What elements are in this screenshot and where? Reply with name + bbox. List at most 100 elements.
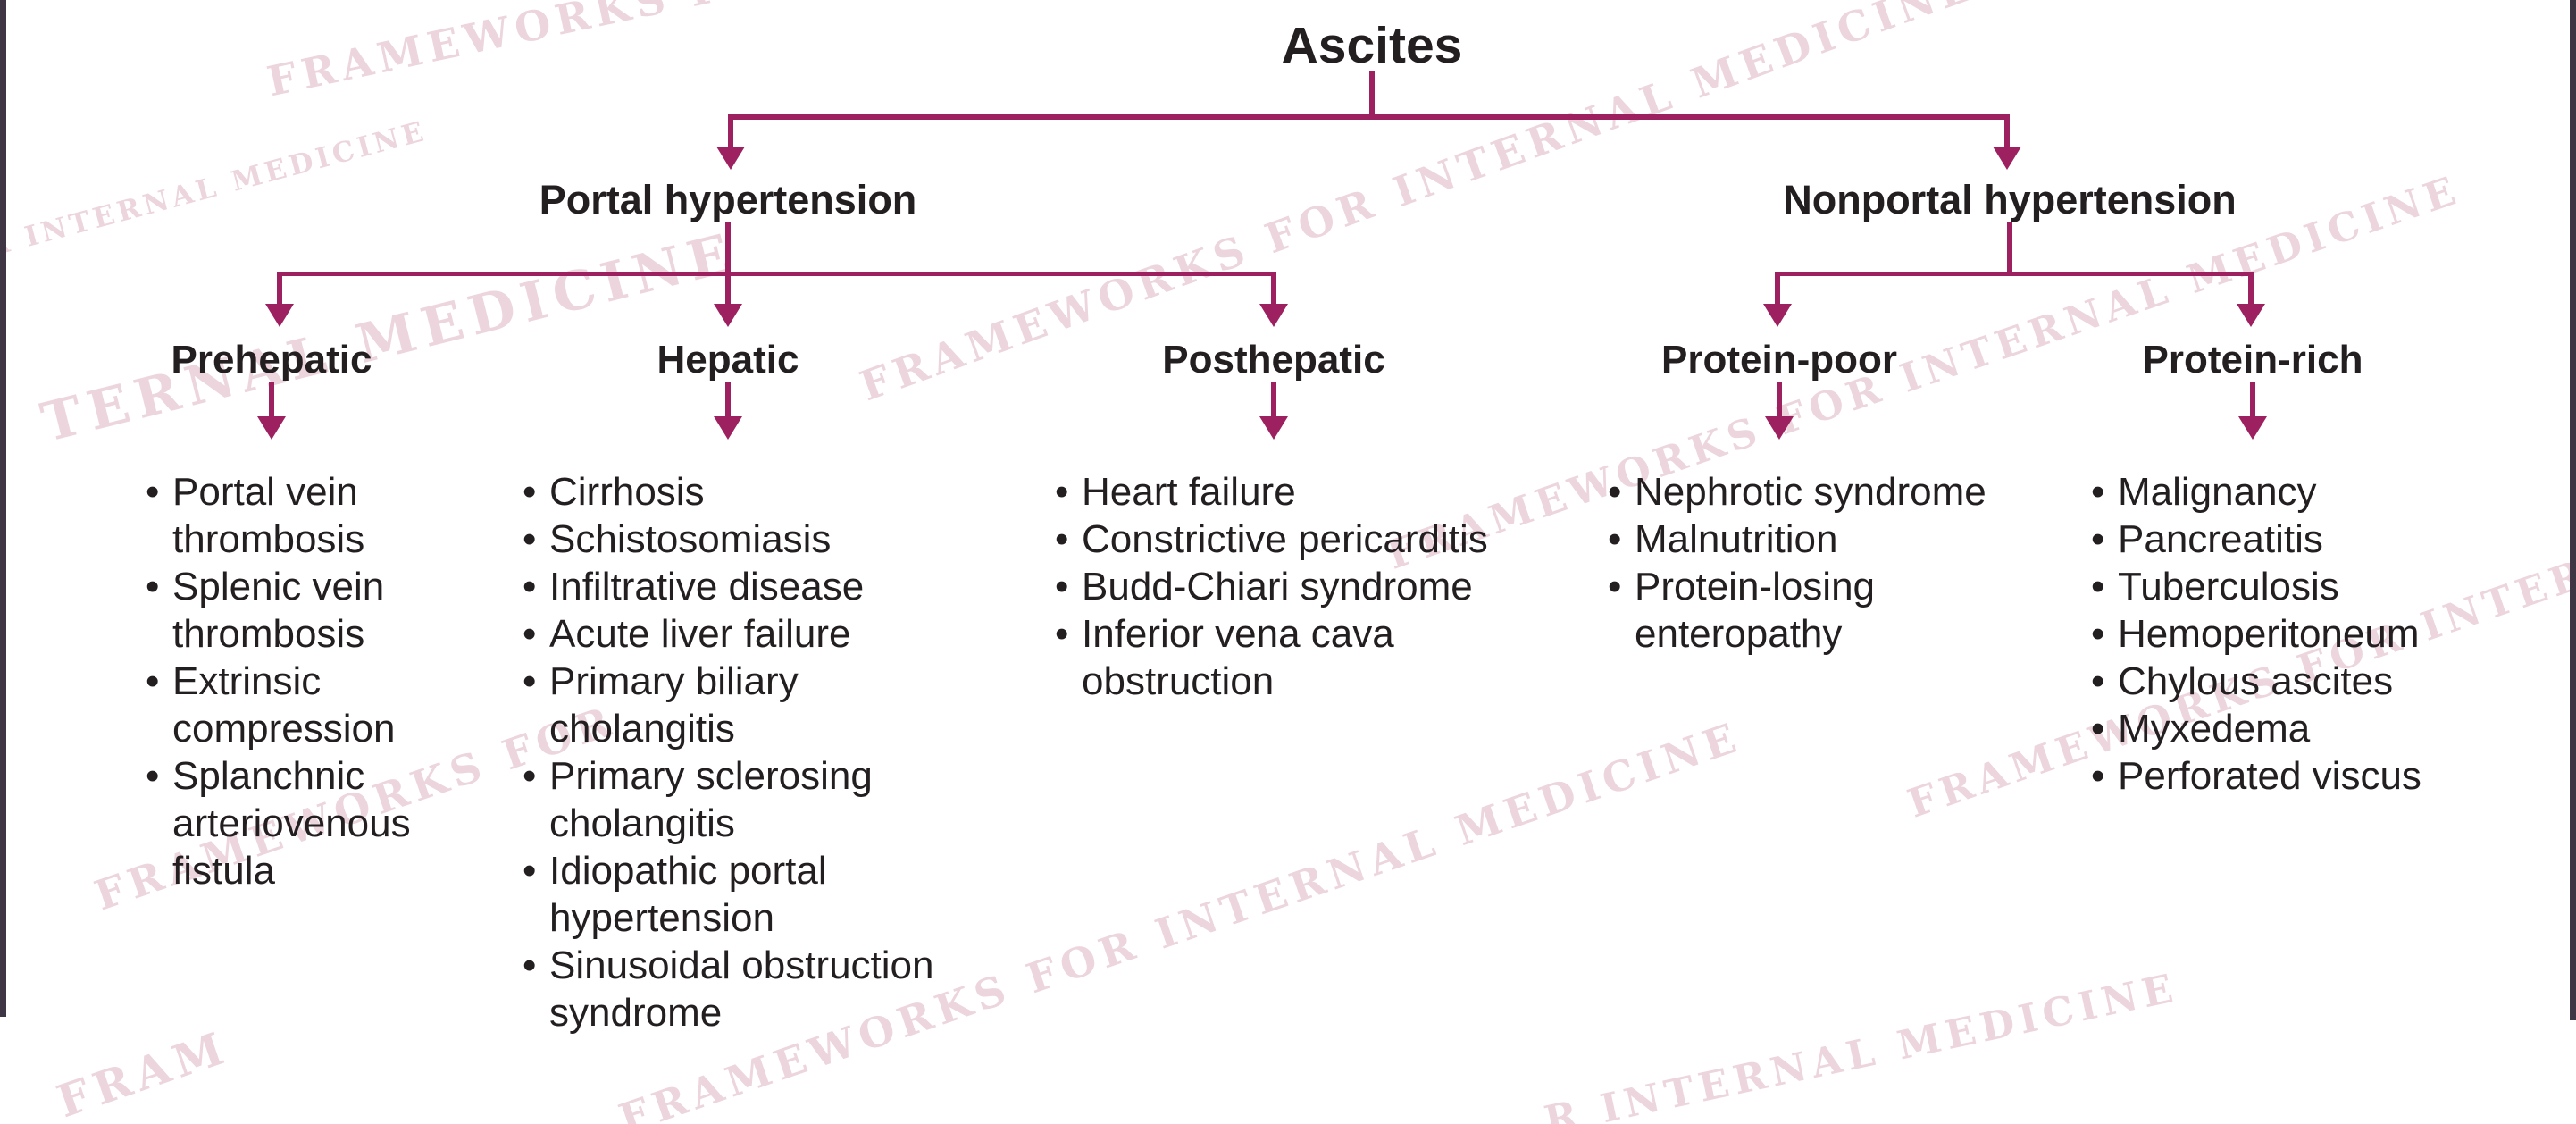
bullet-icon: •	[523, 565, 537, 608]
watermark-text: FRAMEWORKS FO	[263, 0, 770, 106]
list-item-line: Splanchnic	[172, 754, 365, 798]
connector-title-stub	[1369, 71, 1375, 120]
list-hepatic: • Cirrhosis • Schistosomiasis • Infiltra…	[523, 468, 933, 1036]
bullet-icon: •	[2091, 517, 2105, 561]
bullet-icon: •	[2091, 659, 2105, 703]
bullet-icon: •	[523, 517, 537, 561]
list-item-line: Chylous ascites	[2118, 659, 2394, 703]
list-item: • Acute liver failure	[523, 610, 933, 658]
arrow-down-prehepatic	[265, 304, 294, 327]
list-item-line: Tuberculosis	[2118, 565, 2339, 608]
list-item: • Schistosomiasis	[523, 516, 933, 563]
bullet-icon: •	[1608, 565, 1622, 608]
list-item-line: Primary biliary	[549, 659, 799, 703]
arrow-down-protein-rich	[2237, 304, 2265, 327]
list-item-line: Schistosomiasis	[549, 517, 832, 561]
branch-label-nonportal-hypertension: Nonportal hypertension	[1783, 177, 2237, 222]
arrow-down-prehepatic-list	[257, 416, 286, 440]
arrow-down-posthepatic-list	[1259, 416, 1288, 440]
list-item: • Cirrhosis	[523, 468, 933, 516]
right-edge-border	[2570, 0, 2576, 1020]
arrow-shaft-prehepatic	[277, 272, 282, 307]
bullet-icon: •	[2091, 707, 2105, 751]
arrow-down-hepatic-list	[714, 416, 742, 440]
list-item: • Portal vein thrombosis	[146, 468, 411, 563]
branch-label-portal-hypertension: Portal hypertension	[539, 177, 917, 222]
bullet-icon: •	[146, 754, 160, 798]
list-item-line: Pancreatitis	[2118, 517, 2323, 561]
list-item-line: cholangitis	[549, 801, 735, 845]
list-item: • Primary biliary cholangitis	[523, 658, 933, 752]
bullet-icon: •	[523, 849, 537, 893]
list-item-line: thrombosis	[172, 517, 365, 561]
list-item: • Hemoperitoneum	[2091, 610, 2421, 658]
list-item-line: Myxedema	[2118, 707, 2311, 751]
category-label-hepatic: Hepatic	[657, 338, 799, 382]
list-item-line: Inferior vena cava	[1082, 612, 1394, 656]
list-item: • Myxedema	[2091, 705, 2421, 752]
list-item-line: Idiopathic portal	[549, 849, 827, 893]
category-label-prehepatic: Prehepatic	[171, 338, 372, 382]
list-item-line: Portal vein	[172, 470, 358, 514]
arrow-down-posthepatic	[1259, 304, 1288, 327]
arrow-shaft-protein-poor	[1775, 272, 1780, 307]
list-protein-rich: • Malignancy • Pancreatitis • Tuberculos…	[2091, 468, 2421, 800]
bullet-icon: •	[1055, 470, 1069, 514]
list-item-line: Malignancy	[2118, 470, 2317, 514]
arrow-shaft-posthepatic-list	[1271, 382, 1276, 420]
list-item: • Nephrotic syndrome	[1608, 468, 1986, 516]
connector-level1-rail	[731, 114, 2007, 120]
bullet-icon: •	[146, 565, 160, 608]
category-label-protein-poor: Protein-poor	[1661, 338, 1897, 382]
bullet-icon: •	[2091, 612, 2105, 656]
list-item-line: hypertension	[549, 896, 774, 940]
list-item-line: thrombosis	[172, 612, 365, 656]
bullet-icon: •	[523, 612, 537, 656]
connector-nonportal-stub	[2007, 222, 2012, 275]
bullet-icon: •	[1608, 517, 1622, 561]
category-label-protein-rich: Protein-rich	[2142, 338, 2363, 382]
list-item-line: cholangitis	[549, 707, 735, 751]
arrow-down-protein-poor-list	[1765, 416, 1794, 440]
arrow-shaft-hepatic	[725, 272, 731, 307]
list-item-line: Constrictive pericarditis	[1082, 517, 1488, 561]
list-item-line: compression	[172, 707, 396, 751]
list-item-line: arteriovenous	[172, 801, 411, 845]
bullet-icon: •	[523, 754, 537, 798]
connector-portal-stub	[725, 222, 731, 275]
watermark-text: R INTERNAL MEDICINE	[1540, 965, 2183, 1124]
arrow-shaft-portal	[728, 114, 733, 150]
left-edge-border	[0, 0, 6, 1017]
connector-nonportal-children-rail	[1777, 272, 2251, 276]
list-item: • Constrictive pericarditis	[1055, 516, 1488, 563]
watermark-text: TERNAL MEDICINE	[35, 221, 744, 455]
list-item: • Tuberculosis	[2091, 563, 2421, 610]
list-item: • Infiltrative disease	[523, 563, 933, 610]
list-item-line: Infiltrative disease	[549, 565, 865, 608]
watermark-text: FRAM	[50, 1019, 236, 1124]
list-item: • Pancreatitis	[2091, 516, 2421, 563]
watermark-text: R INTERNAL MEDICINE	[0, 114, 431, 264]
list-item: • Perforated viscus	[2091, 752, 2421, 800]
bullet-icon: •	[523, 944, 537, 987]
list-item-line: Heart failure	[1082, 470, 1296, 514]
arrow-down-nonportal	[1993, 147, 2021, 170]
list-item-line: Perforated viscus	[2118, 754, 2421, 798]
bullet-icon: •	[2091, 565, 2105, 608]
arrow-shaft-hepatic-list	[725, 382, 731, 420]
bullet-icon: •	[1608, 470, 1622, 514]
arrow-down-protein-rich-list	[2238, 416, 2267, 440]
bullet-icon: •	[146, 659, 160, 703]
connector-portal-children-rail	[280, 272, 1274, 276]
arrow-shaft-protein-rich-list	[2250, 382, 2255, 420]
list-item-line: Protein-losing	[1635, 565, 1876, 608]
arrow-down-portal	[716, 147, 745, 170]
diagram-title: Ascites	[1281, 17, 1463, 74]
list-item: • Primary sclerosing cholangitis	[523, 752, 933, 847]
list-item-line: Sinusoidal obstruction	[549, 944, 934, 987]
list-item: • Extrinsic compression	[146, 658, 411, 752]
list-item-line: Budd-Chiari syndrome	[1082, 565, 1473, 608]
list-posthepatic: • Heart failure • Constrictive pericardi…	[1055, 468, 1488, 705]
bullet-icon: •	[523, 470, 537, 514]
